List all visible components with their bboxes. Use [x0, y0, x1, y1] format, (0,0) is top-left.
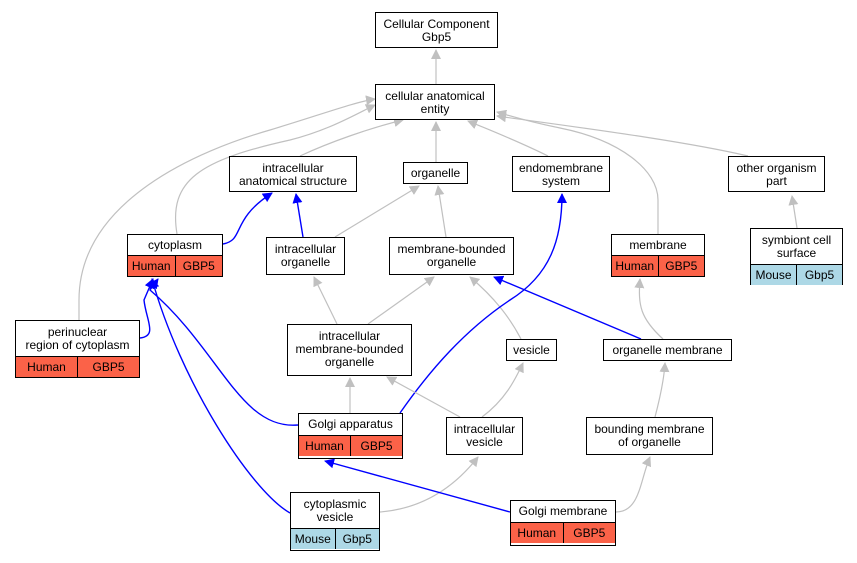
species-cell: Human — [27, 360, 66, 374]
edge-part-of-intracellular-organelle-to-intracellular-anatomical-structure — [292, 193, 304, 238]
edge-is-a-perinuclear-region-to-cellular-anatomical-entity — [78, 95, 376, 320]
edge-part-of-organelle-membrane-to-membrane-bounded-organelle — [493, 275, 642, 340]
edge-is-a-vesicle-to-membrane-bounded-organelle — [469, 276, 522, 340]
edge-part-of-cytoplasmic-vesicle-to-cytoplasm — [149, 278, 291, 514]
annotation-row: Mouse Gbp5 — [751, 264, 842, 285]
edge-is-a-intracellular-anatomical-structure-to-cellular-anatomical-entity — [299, 117, 404, 157]
edge-is-a-intracellular-membrane-bounded-organelle-to-membrane-bounded-organelle — [367, 276, 435, 325]
edge-part-of-golgi-membrane-to-golgi-apparatus — [324, 458, 511, 513]
gene-cell: Gbp5 — [796, 265, 842, 285]
gene-cell: GBP5 — [350, 436, 402, 456]
node-label: membrane-bounded organelle — [397, 242, 506, 269]
edge-is-a-intracellular-vesicle-to-intracellular-membrane-bounded-organelle — [386, 376, 461, 418]
node-label: cytoplasm — [147, 238, 203, 252]
node-intracellular-organelle[interactable]: intracellular organelle — [266, 237, 345, 275]
node-membrane-bounded-organelle[interactable]: membrane-bounded organelle — [389, 237, 514, 275]
edge-is-a-membrane-bounded-organelle-to-organelle — [434, 185, 447, 238]
edge-is-a-intracellular-organelle-to-organelle — [334, 185, 420, 238]
node-golgi-apparatus[interactable]: Golgi apparatus Human GBP5 — [298, 413, 403, 459]
node-endomembrane-system[interactable]: endomembrane system — [512, 156, 610, 192]
node-label: other organism part — [736, 161, 817, 188]
node-organelle-membrane[interactable]: organelle membrane — [603, 339, 732, 361]
gene-cell: GBP5 — [657, 256, 705, 276]
edge-is-a-intracellular-vesicle-to-vesicle — [481, 362, 524, 418]
species-cell: Mouse — [294, 532, 331, 546]
annotation-row: Human GBP5 — [612, 255, 704, 276]
species-cell: Human — [615, 259, 655, 273]
node-cellular-anatomical-entity[interactable]: cellular anatomical entity — [375, 84, 495, 120]
node-label: Golgi membrane — [518, 504, 608, 518]
edge-is-a-endomembrane-system-to-cellular-anatomical-entity — [467, 119, 549, 157]
node-symbiont-cell-surface[interactable]: symbiont cell surface Mouse Gbp5 — [750, 228, 843, 285]
species-cell: Human — [131, 259, 171, 273]
node-intracellular-membrane-bounded-organelle[interactable]: intracellular membrane-bounded organelle — [287, 324, 412, 376]
node-label: membrane — [629, 238, 687, 252]
annotation-row: Human GBP5 — [511, 522, 615, 543]
node-label: bounding membrane of organelle — [594, 422, 705, 449]
node-label: Cellular Component Gbp5 — [383, 17, 490, 44]
edge-is-a-cytoplasm-to-cellular-anatomical-entity — [175, 104, 376, 235]
node-golgi-membrane[interactable]: Golgi membrane Human GBP5 — [510, 500, 616, 546]
node-cytoplasmic-vesicle[interactable]: cytoplasmic vesicle Mouse Gbp5 — [290, 492, 380, 551]
edge-part-of-golgi-apparatus-to-endomembrane-system — [399, 193, 567, 414]
edge-is-a-organelle-membrane-to-membrane — [634, 278, 664, 340]
edge-is-a-membrane-to-cellular-anatomical-entity — [496, 109, 659, 234]
edge-is-a-symbiont-cell-surface-to-other-organism-part — [788, 195, 799, 229]
node-label: cellular anatomical entity — [385, 89, 485, 116]
node-cytoplasm[interactable]: cytoplasm Human GBP5 — [127, 234, 223, 277]
node-label: cytoplasmic vesicle — [303, 497, 367, 524]
edge-part-of-golgi-apparatus-to-cytoplasm — [148, 278, 299, 426]
edge-is-a-bounding-membrane-to-organelle-membrane — [654, 362, 670, 418]
species-cell: Human — [305, 439, 344, 453]
node-label: Golgi apparatus — [308, 417, 393, 431]
node-label: symbiont cell surface — [761, 233, 832, 260]
species-cell: Human — [517, 526, 557, 540]
node-label: endomembrane system — [518, 161, 604, 188]
node-label: perinuclear region of cytoplasm — [25, 325, 130, 352]
node-other-organism-part[interactable]: other organism part — [728, 156, 825, 192]
edge-is-a-golgi-membrane-to-bounding-membrane — [615, 456, 652, 513]
gene-cell: GBP5 — [174, 256, 223, 276]
node-intracellular-vesicle[interactable]: intracellular vesicle — [446, 417, 523, 455]
node-vesicle[interactable]: vesicle — [506, 339, 557, 361]
node-label: vesicle — [513, 343, 550, 357]
node-cellular-component-root[interactable]: Cellular Component Gbp5 — [375, 12, 498, 48]
node-bounding-membrane-of-organelle[interactable]: bounding membrane of organelle — [586, 417, 713, 455]
node-label: intracellular anatomical structure — [238, 161, 348, 188]
annotation-row: Mouse Gbp5 — [291, 528, 379, 549]
species-cell: Mouse — [755, 268, 792, 282]
edge-is-a-intracellular-membrane-bounded-organelle-to-intracellular-organelle — [313, 276, 338, 325]
edge-part-of-perinuclear-region-to-cytoplasm — [139, 278, 155, 339]
node-label: intracellular membrane-bounded organelle — [295, 329, 404, 369]
node-label: intracellular organelle — [274, 242, 337, 269]
edge-is-a-cytoplasmic-vesicle-to-intracellular-vesicle — [379, 456, 479, 513]
node-membrane[interactable]: membrane Human GBP5 — [611, 234, 705, 277]
node-perinuclear-region-of-cytoplasm[interactable]: perinuclear region of cytoplasm Human GB… — [15, 320, 140, 378]
node-organelle[interactable]: organelle — [403, 162, 468, 184]
node-label: intracellular vesicle — [453, 422, 516, 449]
annotation-row: Human GBP5 — [299, 435, 402, 456]
node-label: organelle membrane — [612, 343, 723, 357]
node-label: organelle — [410, 166, 461, 180]
annotation-row: Human GBP5 — [16, 356, 139, 377]
gene-cell: GBP5 — [77, 357, 139, 377]
gene-cell: GBP5 — [562, 523, 616, 543]
edge-part-of-cytoplasm-to-intracellular-anatomical-structure — [222, 192, 273, 245]
gene-cell: Gbp5 — [334, 529, 380, 549]
annotation-row: Human GBP5 — [128, 255, 222, 276]
node-intracellular-anatomical-structure[interactable]: intracellular anatomical structure — [229, 156, 357, 192]
